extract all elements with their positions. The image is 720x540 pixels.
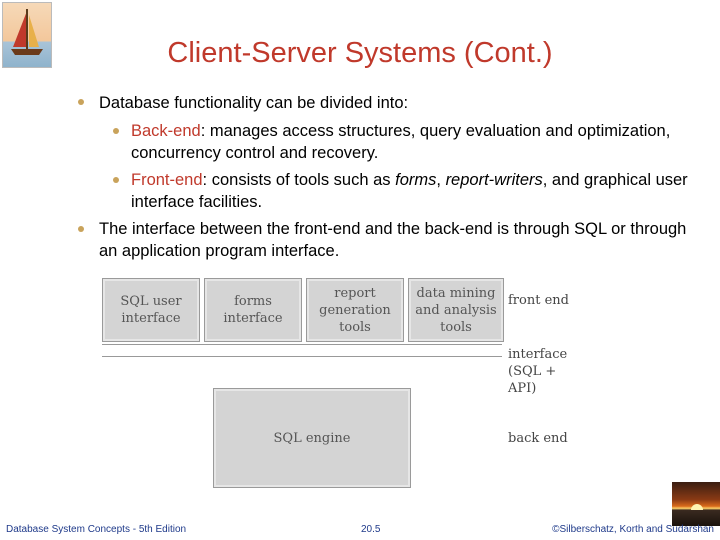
bullet-1-sub-1: Back-end: manages access structures, que…: [131, 122, 671, 162]
label-sql-api: (SQL + API): [508, 364, 557, 396]
interface-line-bottom: [102, 356, 502, 357]
interface-line-top: [102, 344, 502, 345]
label-interface: interface: [508, 347, 568, 362]
sunset-logo-icon: [672, 482, 720, 526]
footer-copyright: ©Silberschatz, Korth and Sudarshan: [552, 524, 714, 535]
box-sql-user-interface: SQL user interface: [102, 278, 200, 342]
bullet-icon: [78, 99, 84, 105]
slide-title: Client-Server Systems (Cont.): [167, 37, 553, 70]
bullet-icon: [113, 128, 119, 134]
box-data-mining-tools: data mining and analysis tools: [408, 278, 504, 342]
footer-page-number: 20.5: [361, 524, 381, 535]
box-report-generation-tools: report generation tools: [306, 278, 404, 342]
bullet-icon: [113, 177, 119, 183]
term-front-end: Front-end: [131, 171, 203, 189]
sailboat-logo-icon: [2, 2, 52, 68]
bullet-2: The interface between the front-end and …: [99, 220, 687, 260]
footer-book-title: Database System Concepts - 5th Edition: [6, 524, 187, 535]
architecture-diagram: SQL user interface forms interface repor…: [100, 276, 588, 490]
label-back-end: back end: [508, 431, 568, 446]
bullet-1-sub-2: Front-end: consists of tools such as for…: [131, 171, 688, 211]
bullet-icon: [78, 226, 84, 232]
box-sql-engine: SQL engine: [213, 388, 411, 488]
box-forms-interface: forms interface: [204, 278, 302, 342]
label-front-end: front end: [508, 293, 569, 308]
bullet-1: Database functionality can be divided in…: [99, 94, 409, 112]
term-back-end: Back-end: [131, 122, 201, 140]
